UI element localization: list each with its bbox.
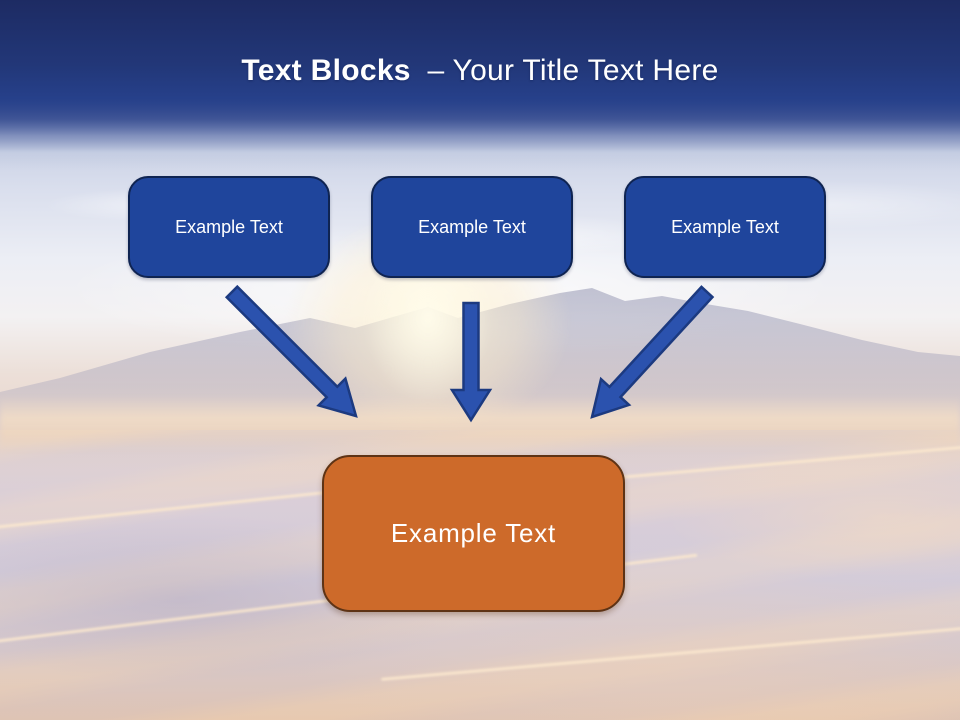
text-block-2[interactable]: Example Text	[371, 176, 573, 278]
text-block-2-label: Example Text	[418, 216, 526, 237]
text-block-3[interactable]: Example Text	[624, 176, 826, 278]
slide-title[interactable]: Text Blocks – Your Title Text Here	[0, 54, 960, 88]
title-secondary: – Your Title Text Here	[427, 54, 719, 87]
arrow-down-icon[interactable]	[449, 301, 493, 423]
title-primary: Text Blocks	[241, 54, 411, 87]
text-block-3-label: Example Text	[671, 216, 779, 237]
arrow-down-right-icon[interactable]	[224, 284, 358, 418]
summary-block[interactable]: Example Text	[322, 455, 625, 612]
arrow-down-left-icon[interactable]	[590, 285, 715, 419]
summary-block-label: Example Text	[390, 518, 557, 548]
text-block-1-label: Example Text	[175, 216, 283, 237]
text-block-1[interactable]: Example Text	[128, 176, 330, 278]
